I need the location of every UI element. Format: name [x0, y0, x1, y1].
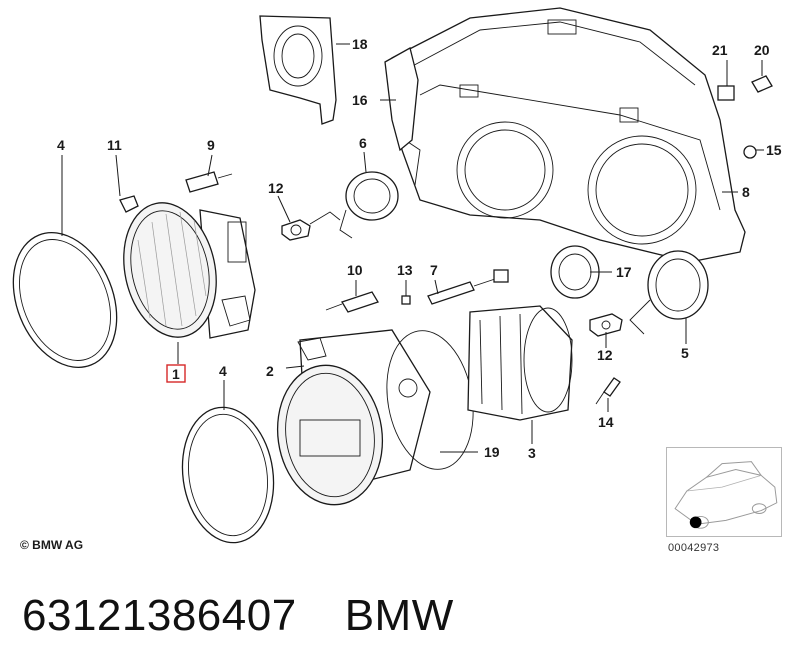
exploded-headlight-diagram: 1 2 3 4 4 5 6 7 8 9 10 11 12 12 13 14 15…	[12, 7, 782, 544]
callout-3[interactable]: 3	[528, 445, 536, 461]
callout-4-upper[interactable]: 4	[57, 137, 65, 153]
headlight-unit	[123, 202, 256, 339]
callout-17[interactable]: 17	[616, 264, 632, 280]
callout-4-lower[interactable]: 4	[219, 363, 227, 379]
reflector	[467, 305, 573, 421]
part-number: 63121386407	[22, 591, 297, 640]
bracket	[259, 15, 337, 125]
trim-ring-lower	[181, 406, 275, 544]
callout-15[interactable]: 15	[766, 142, 782, 158]
callout-9[interactable]: 9	[207, 137, 215, 153]
callout-16[interactable]: 16	[352, 92, 368, 108]
callout-11[interactable]: 11	[107, 137, 122, 153]
callout-12-upper[interactable]: 12	[268, 180, 284, 196]
callout-13[interactable]: 13	[397, 262, 413, 278]
callout-20[interactable]: 20	[754, 42, 770, 58]
callout-5[interactable]: 5	[681, 345, 689, 361]
bulb-socket-lower	[550, 245, 709, 335]
callout-18[interactable]: 18	[352, 36, 368, 52]
callout-7[interactable]: 7	[430, 262, 438, 278]
bulb-socket-upper	[339, 171, 399, 239]
fasteners	[717, 75, 773, 159]
headlight-housing	[391, 7, 746, 263]
bulb-and-screw-lower	[589, 313, 623, 405]
copyright-notice: © BMW AG	[20, 538, 84, 552]
callout-2[interactable]: 2	[266, 363, 274, 379]
callout-21[interactable]: 21	[712, 42, 728, 58]
inset-code: 00042973	[668, 542, 720, 554]
leader-lines	[61, 43, 764, 453]
socket-parts-upper	[119, 171, 341, 241]
footer: 63121386407 BMW	[22, 586, 454, 646]
gasket	[384, 47, 419, 152]
wiring-parts	[325, 269, 509, 313]
callout-19[interactable]: 19	[484, 444, 500, 460]
vehicle-location-inset	[666, 447, 782, 537]
car-location-icon	[674, 461, 778, 529]
location-marker-icon	[689, 516, 702, 529]
lower-headlight-unit	[276, 329, 431, 506]
callout-10[interactable]: 10	[347, 262, 363, 278]
callout-8[interactable]: 8	[742, 184, 750, 200]
brand-name: BMW	[344, 591, 454, 640]
highlight-box	[166, 364, 186, 383]
callout-1[interactable]: 1	[172, 366, 180, 382]
callout-14[interactable]: 14	[598, 414, 614, 430]
trim-ring-upper	[12, 232, 118, 368]
callout-12-lower[interactable]: 12	[597, 347, 613, 363]
callout-6[interactable]: 6	[359, 135, 367, 151]
callouts: 1 2 3 4 4 5 6 7 8 9 10 11 12 12 13 14 15…	[57, 36, 782, 461]
